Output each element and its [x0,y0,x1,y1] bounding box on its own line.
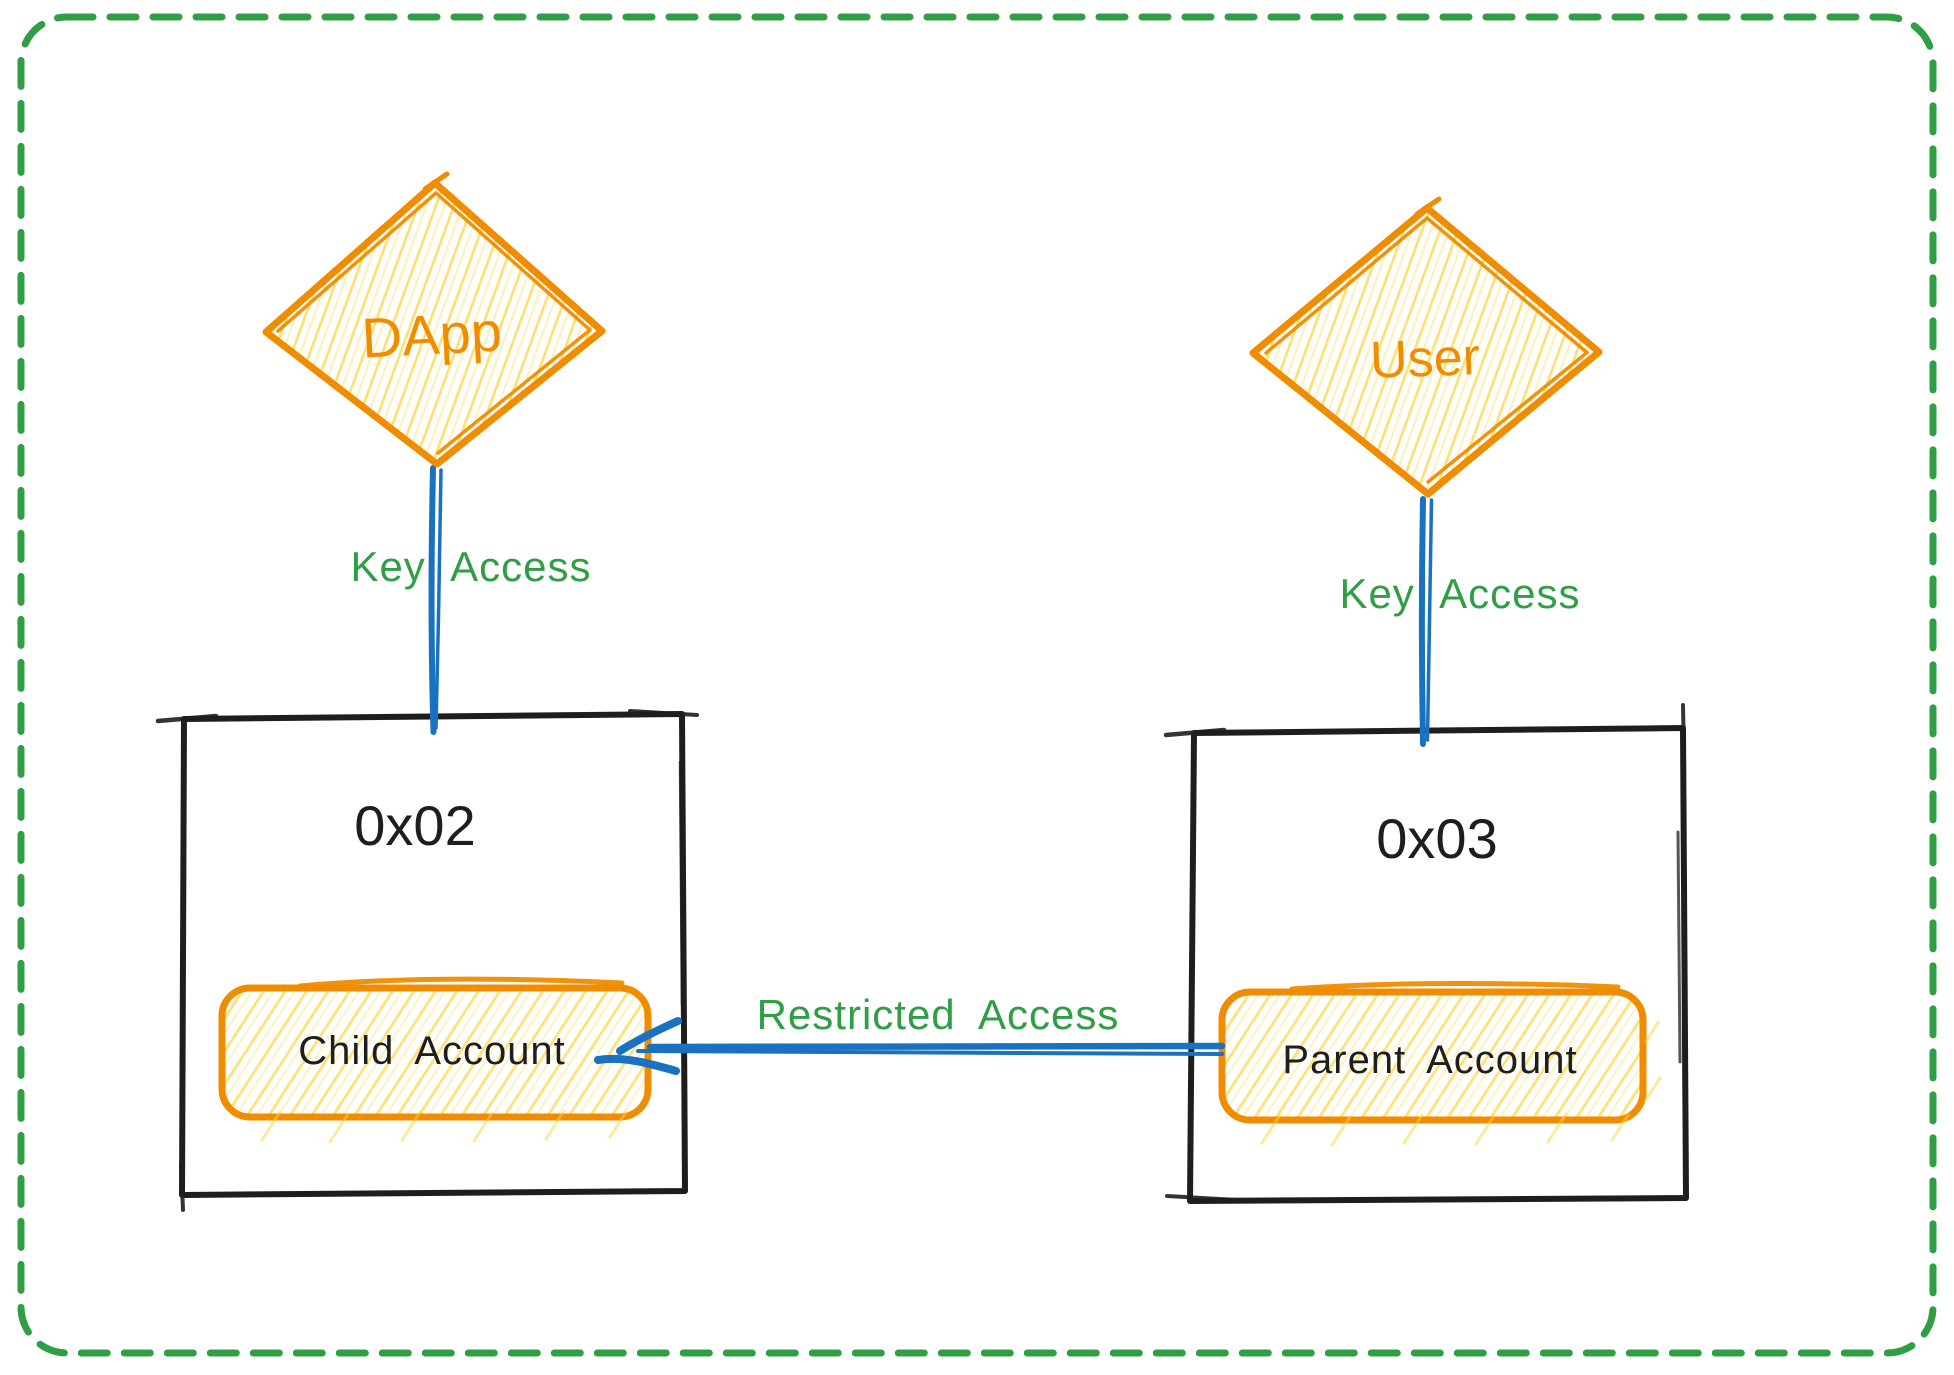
child-account-pill-hatch-overflow [260,1109,628,1144]
user-diamond [1249,196,1603,498]
key-access-edge-user [1418,496,1434,747]
dashed-border [17,13,1937,1357]
parent-account-pill [1218,980,1647,1124]
child-account-label: Child Account [298,1029,566,1073]
parent-account-pill-hatch-overflow [1260,1020,1662,1147]
dapp-label: DApp [360,299,503,369]
account-box-0x02-label: 0x02 [354,794,475,857]
key-access-label-user: Key Access [1339,570,1580,617]
account-box-0x02 [155,709,699,1212]
user-label: User [1369,328,1481,390]
key-access-label-dapp: Key Access [350,543,591,590]
account-box-0x03 [1163,703,1689,1204]
key-access-edge-dapp [428,465,443,735]
account-box-0x03-label: 0x03 [1376,807,1497,870]
dapp-diamond [262,171,606,468]
restricted-access-label: Restricted Access [757,991,1120,1038]
parent-account-label: Parent Account [1282,1038,1577,1082]
restricted-access-arrow [594,1017,1226,1075]
